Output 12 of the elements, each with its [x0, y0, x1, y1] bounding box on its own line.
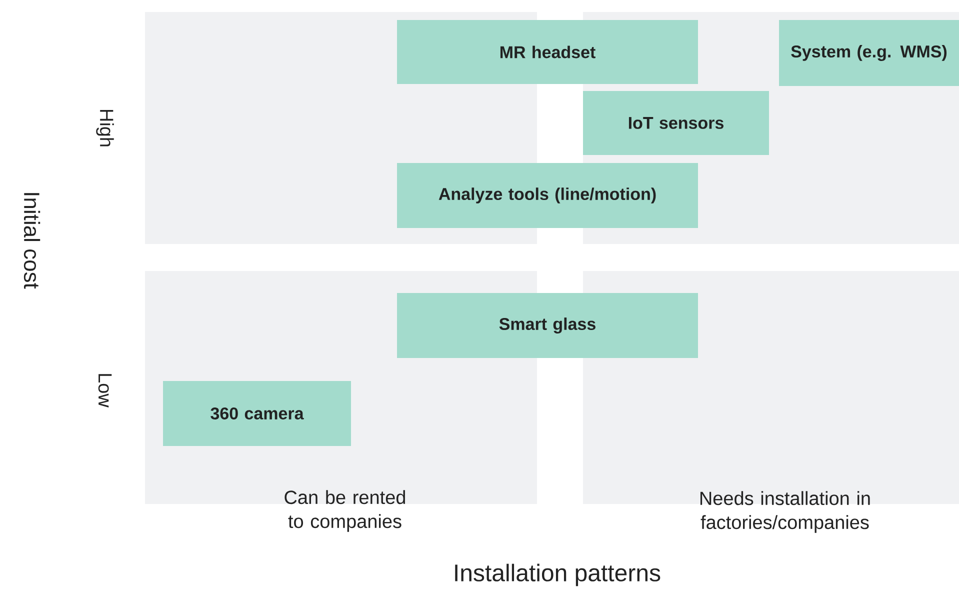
item-box: IoT sensors	[583, 91, 769, 155]
item-box: 360 camera	[163, 380, 351, 446]
item-box: Analyze tools (line/motion)	[397, 163, 698, 228]
axis-level-label: Low	[98, 374, 112, 408]
item-box: MR headset	[397, 20, 698, 84]
item-box: Smart glass	[397, 293, 698, 358]
axis-title: Initial cost	[24, 193, 40, 289]
axis-title: Installation patterns	[455, 564, 660, 586]
item-box: System (e.g. WMS)	[779, 20, 959, 86]
category-label: Can be rented to companies	[284, 490, 405, 532]
axis-level-label: High	[96, 110, 114, 146]
category-label: Needs installation in factories/companies	[700, 491, 870, 533]
